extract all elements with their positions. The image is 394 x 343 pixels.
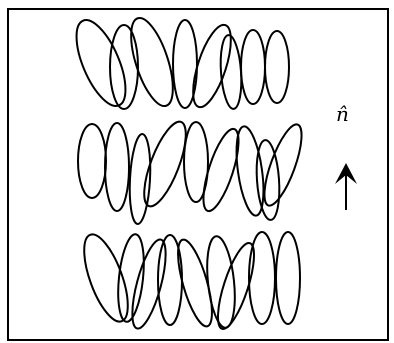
molecule: [255, 139, 281, 221]
molecule: [240, 29, 266, 105]
molecule: [83, 233, 129, 323]
director-label: n̂: [336, 102, 349, 126]
molecule: [109, 24, 139, 110]
molecule: [177, 238, 213, 328]
molecule: [206, 235, 236, 329]
molecule: [104, 122, 130, 212]
molecule: [192, 23, 232, 109]
director-arrow: [335, 163, 357, 210]
diagram-frame: [7, 8, 389, 341]
top-layer: [75, 16, 290, 110]
molecule: [128, 133, 152, 225]
molecule: [217, 242, 255, 330]
molecule: [202, 127, 240, 213]
bottom-layer: [83, 231, 301, 330]
director-arrow-head: [335, 163, 357, 184]
molecule: [183, 121, 209, 203]
molecule: [275, 231, 301, 325]
molecule: [117, 233, 145, 323]
molecule: [264, 30, 290, 104]
molecule: [143, 120, 187, 208]
molecule: [235, 125, 265, 217]
molecule: [130, 16, 174, 108]
molecule: [248, 231, 276, 325]
molecule: [131, 238, 167, 330]
molecule: [77, 123, 107, 199]
middle-layer: [77, 120, 303, 225]
molecule: [75, 19, 127, 107]
molecule: [263, 123, 303, 207]
